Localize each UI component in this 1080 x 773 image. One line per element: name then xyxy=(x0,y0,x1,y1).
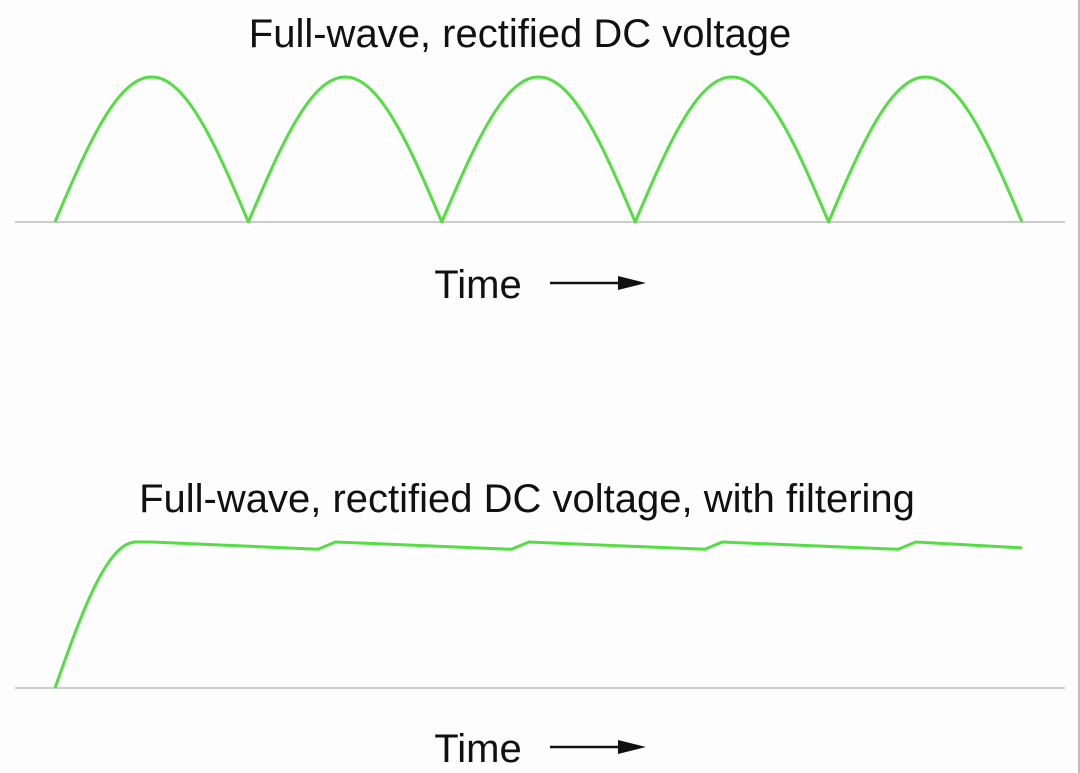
chart-1-xlabel: Time xyxy=(434,263,521,307)
chart-2-time-arrow xyxy=(550,740,646,754)
chart-2-xlabel: Time xyxy=(434,727,521,771)
chart-1-time-arrow xyxy=(550,276,646,290)
chart-1-title: Full-wave, rectified DC voltage xyxy=(249,12,791,56)
chart-rectified: Full-wave, rectified DC voltage Time xyxy=(15,12,1065,307)
chart-2-title: Full-wave, rectified DC voltage, with fi… xyxy=(139,477,915,521)
chart-1-series-line xyxy=(53,75,1024,224)
chart-filtered: Full-wave, rectified DC voltage, with fi… xyxy=(15,477,1065,771)
chart-2-series-line xyxy=(53,540,1023,689)
